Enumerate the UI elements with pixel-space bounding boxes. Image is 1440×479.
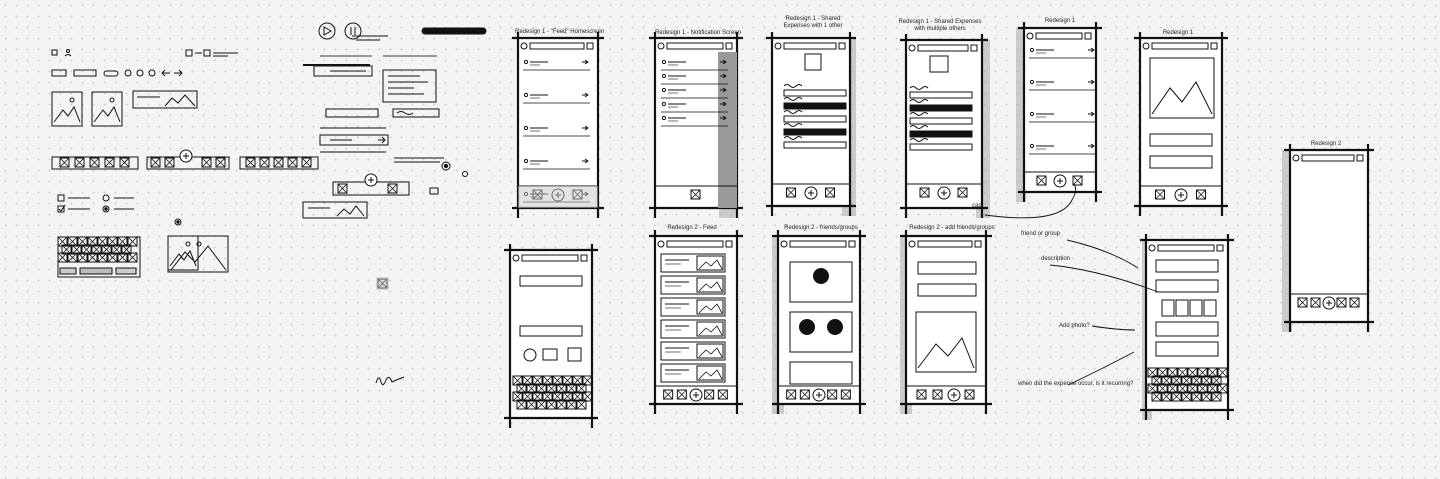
annotation-friend: friend or group: [1021, 231, 1061, 237]
frame-label-r1-b: Redesign 1: [1162, 30, 1194, 36]
frame-label-r2-main: Redesign 2: [1310, 141, 1342, 147]
frame-label-r1-notif: Redesign 1 - Notification Screen: [654, 30, 742, 36]
misc-components: [302, 22, 487, 386]
phone-r2-feed: [649, 230, 743, 414]
phone-r1-a: [1016, 22, 1102, 202]
frame-label-r1-a: Redesign 1: [1044, 18, 1076, 24]
phone-r2-add: [900, 230, 992, 414]
annotation-when: when did the expense occur, is it recurr…: [1018, 381, 1134, 387]
phone-r1-sharedmulti: [900, 34, 990, 218]
phone-r2-main: [1282, 144, 1374, 332]
frame-label-r2-feed: Redesign 2 - Feed: [667, 225, 717, 231]
annotation-connectors: [984, 183, 1159, 386]
frame-label-r1-feed: Redesign 1 - "Feed" Homescreen: [515, 29, 605, 35]
annotation-photo: Add photo?: [1059, 323, 1090, 329]
component-library: [51, 49, 319, 278]
frame-label-r2-friends: Redesign 2 - friends/groups: [784, 225, 858, 231]
phone-r2-a: [504, 244, 598, 428]
phone-r1-notif: [649, 32, 743, 218]
phone-r1-feed: [512, 32, 604, 218]
keyboard-grid: [57, 236, 138, 275]
phone-r1-b: [1134, 32, 1228, 216]
frame-label-r1-sharedmulti: Redesign 1 - Shared Expenses with multip…: [898, 19, 982, 32]
phone-r2-friends: [772, 230, 866, 414]
annotation-cap: cap: [972, 203, 982, 209]
phone-r1-shared1: [766, 32, 856, 216]
frame-label-r2-add: Redesign 2 - add friends/groups: [909, 225, 995, 231]
phone-r2-expense: [1140, 234, 1234, 420]
frame-label-r1-shared1: Redesign 1 - Shared Expenses with 1 othe…: [783, 16, 843, 29]
annotation-description: description: [1041, 256, 1071, 262]
